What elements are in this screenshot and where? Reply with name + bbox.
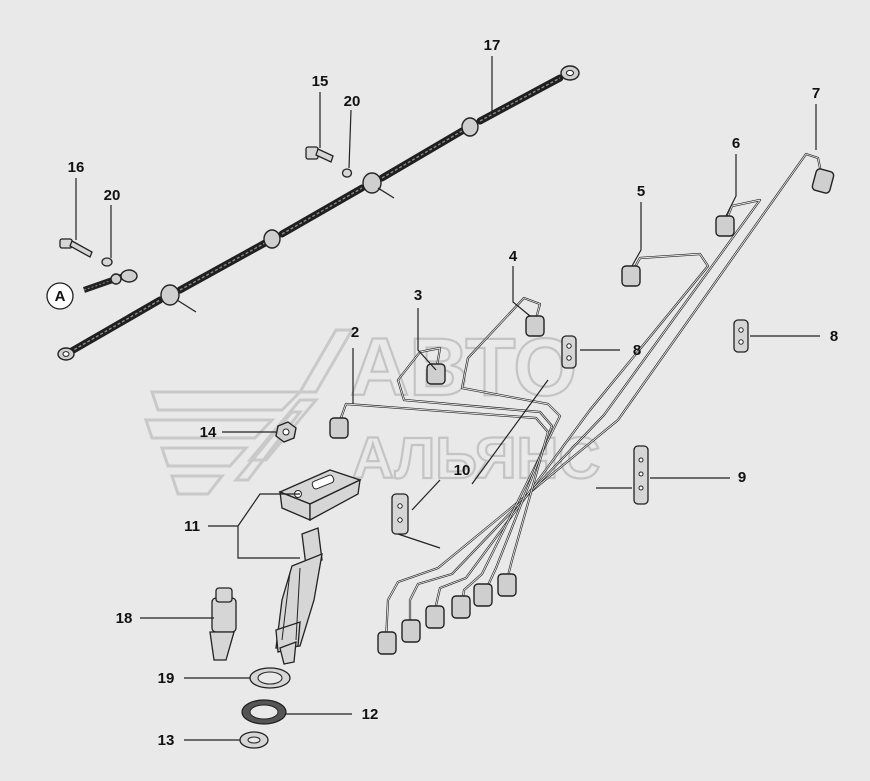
callout-12: 12 (362, 706, 379, 723)
leak-off-hose (57, 65, 580, 361)
callout-19: 19 (158, 670, 175, 687)
injection-pipes (329, 152, 835, 655)
hose-end-detail (83, 269, 138, 293)
detail-marker-circle (46, 282, 74, 310)
sealing-washers (239, 667, 291, 749)
callout-6: 6 (732, 135, 740, 152)
callout-13: 13 (158, 732, 175, 749)
callout-3: 3 (414, 287, 422, 304)
callout-8a: 8 (633, 342, 641, 359)
callout-10: 10 (454, 462, 471, 479)
watermark-line2: АЛЬЯНС (352, 426, 600, 491)
watermark-line1: АВТО (350, 322, 577, 413)
watermark-logo (143, 328, 355, 496)
callout-20b: 20 (104, 187, 121, 204)
callout-11: 11 (184, 518, 200, 535)
leader-lines (75, 56, 820, 741)
callout-2: 2 (351, 324, 359, 341)
banjo-bolt-16 (59, 238, 113, 267)
detail-marker-label: A (55, 288, 66, 305)
injector-nozzle (209, 587, 237, 661)
banjo-bolt-15 (305, 146, 353, 178)
injector-body (275, 527, 323, 665)
callout-7: 7 (812, 85, 820, 102)
callout-4: 4 (509, 248, 518, 265)
pipe-clamps (391, 319, 749, 535)
injector-clamp (275, 421, 362, 522)
callout-14: 14 (200, 424, 217, 441)
callout-17: 17 (484, 37, 501, 54)
callout-15: 15 (312, 73, 329, 90)
callout-9: 9 (738, 469, 746, 486)
callout-8b: 8 (830, 328, 838, 345)
callout-16: 16 (68, 159, 85, 176)
callout-20a: 20 (344, 93, 361, 110)
callout-5: 5 (637, 183, 645, 200)
callout-18: 18 (116, 610, 133, 627)
